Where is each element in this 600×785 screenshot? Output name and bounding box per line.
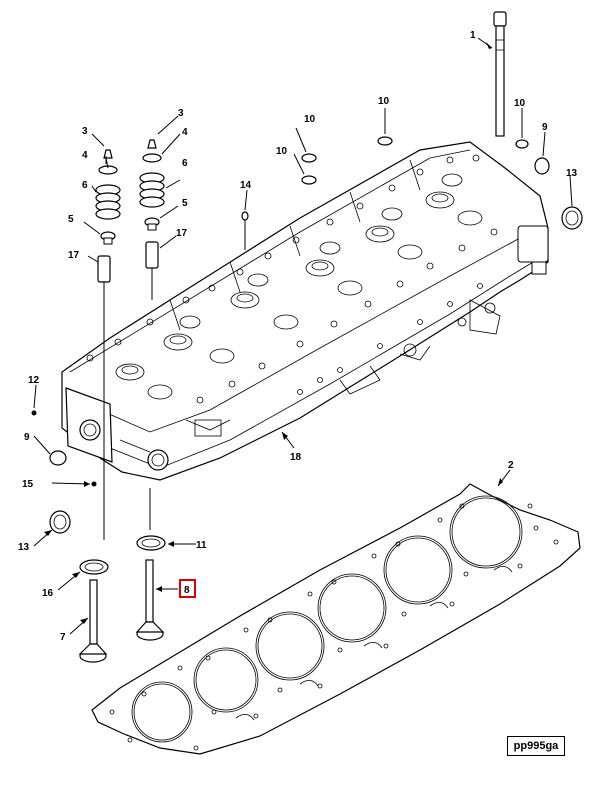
loose-parts [31, 136, 583, 663]
callout-6-left: 6 [82, 180, 88, 191]
valve-train-left [95, 149, 121, 540]
callout-6-right: 6 [182, 158, 188, 169]
valve-8 [145, 559, 154, 623]
cylinder-head [61, 141, 549, 481]
callout-8: 8 [184, 585, 190, 596]
image-code-label: pp995ga [507, 736, 565, 756]
callout-14: 14 [240, 180, 252, 191]
plug-13-left [49, 510, 71, 534]
callout-17-left: 17 [68, 250, 80, 261]
callout-13-right: 13 [566, 168, 578, 179]
callout-18: 18 [290, 452, 302, 463]
leader-lines [33, 37, 573, 635]
dowel-12 [31, 410, 37, 416]
head-gasket [91, 483, 581, 755]
seal-9-right [534, 157, 550, 175]
callout-12: 12 [28, 375, 40, 386]
callout-9-right: 9 [542, 122, 548, 133]
callout-9-left: 9 [24, 432, 30, 443]
pin-14 [241, 211, 249, 221]
callout-5-right: 5 [182, 198, 188, 209]
o-ring-10b [301, 175, 317, 185]
callout-5-left: 5 [68, 214, 74, 225]
callout-3-right: 3 [178, 108, 184, 119]
plug-13-right [561, 206, 583, 230]
valve-seat-insert-11 [136, 535, 166, 551]
callout-15: 15 [22, 479, 34, 490]
callout-10-a: 10 [304, 114, 316, 125]
callout-2: 2 [508, 460, 514, 471]
callout-7: 7 [60, 632, 66, 643]
callout-4-right: 4 [182, 127, 188, 138]
callout-10-c: 10 [378, 96, 390, 107]
seal-9-left [49, 450, 67, 466]
callout-13-left: 13 [18, 542, 30, 553]
callout-1: 1 [470, 30, 476, 41]
callout-10-b: 10 [276, 146, 288, 157]
o-ring-10a [301, 153, 317, 163]
callout-16: 16 [42, 588, 54, 599]
valve-seat-insert-16 [79, 559, 109, 575]
dowel-15 [91, 481, 97, 487]
valve-7 [89, 579, 98, 645]
o-ring-10c [377, 136, 393, 146]
callout-labels: 1 2 3 3 4 4 6 6 5 5 17 17 10 10 10 10 9 … [18, 30, 578, 643]
callout-10-d: 10 [514, 98, 526, 109]
o-ring-10d [515, 139, 529, 149]
callout-3-left: 3 [82, 126, 88, 137]
callout-17-right: 17 [176, 228, 188, 239]
callout-11: 11 [196, 540, 207, 551]
valve-train-right [139, 139, 165, 530]
head-bolt [493, 11, 507, 137]
callout-4-left: 4 [82, 150, 88, 161]
callout-8-highlight-box [179, 579, 196, 598]
